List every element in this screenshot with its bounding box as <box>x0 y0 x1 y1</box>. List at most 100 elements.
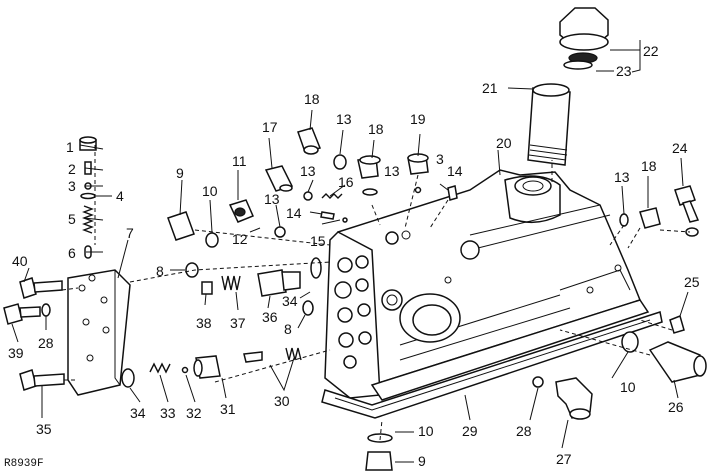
callout-24: 24 <box>672 140 688 156</box>
sleeve-38 <box>201 281 213 295</box>
callout-5: 5 <box>68 211 76 227</box>
spring-5 <box>82 205 94 234</box>
fitting-11 <box>228 199 254 223</box>
callout-13-small: 13 <box>300 163 316 179</box>
bolt-39 <box>3 303 41 325</box>
ball-3-b <box>414 186 422 194</box>
bolt-40 <box>19 277 63 299</box>
callout-23: 23 <box>616 63 632 79</box>
callout-8-right: 8 <box>284 321 292 337</box>
plug-18-a <box>297 127 322 155</box>
spring-33 <box>149 362 171 374</box>
washer-13-b <box>303 191 313 201</box>
fill-tube <box>527 83 571 166</box>
callout-16: 16 <box>338 174 354 190</box>
leader-lines <box>11 40 689 463</box>
fitting-26 <box>648 341 707 383</box>
ball-15 <box>342 217 348 223</box>
callout-34-left: 34 <box>130 405 146 421</box>
callout-8-left: 8 <box>156 263 164 279</box>
callout-18-right: 18 <box>641 158 657 174</box>
callout-37: 37 <box>230 315 246 331</box>
washer-4 <box>80 192 96 200</box>
callout-10-top: 10 <box>202 183 218 199</box>
washer-28-b <box>532 376 544 388</box>
callout-6: 6 <box>68 245 76 261</box>
pin-14-a <box>447 185 458 201</box>
callout-13-top: 13 <box>336 111 352 127</box>
callout-21: 21 <box>482 80 498 96</box>
spring-16 <box>321 193 343 199</box>
valve-36 <box>257 269 301 297</box>
fitting-17 <box>264 165 294 192</box>
callout-labels: 22 23 21 20 24 18 13 14 3 19 13 18 13 18… <box>8 43 700 469</box>
callout-9-top: 9 <box>176 165 184 181</box>
callout-30: 30 <box>274 393 290 409</box>
washer-13-e <box>619 213 629 227</box>
reference-code: R8939F <box>4 458 44 470</box>
filler-cap <box>559 7 609 64</box>
callout-14-top: 14 <box>447 163 463 179</box>
washer-13-c <box>362 188 378 196</box>
callout-10-right: 10 <box>620 379 636 395</box>
plug-19 <box>407 153 429 175</box>
washer-34-b <box>121 368 135 388</box>
callout-38: 38 <box>196 315 212 331</box>
callout-18-top: 18 <box>304 91 320 107</box>
callout-40: 40 <box>12 253 28 269</box>
callout-2: 2 <box>68 161 76 177</box>
plug-9-a <box>167 211 195 241</box>
washer-10-c <box>621 331 639 353</box>
callout-32: 32 <box>186 405 202 421</box>
washer-34-a <box>310 257 322 279</box>
callout-33: 33 <box>160 405 176 421</box>
callout-10-bottom: 10 <box>418 423 434 439</box>
callout-36: 36 <box>262 309 278 325</box>
washer-8-b <box>302 300 314 316</box>
ball-32 <box>181 366 189 374</box>
callout-20: 20 <box>496 135 512 151</box>
callout-19: 19 <box>410 111 426 127</box>
elbow-27 <box>555 377 593 420</box>
callout-31: 31 <box>220 401 236 417</box>
callout-18-mid: 18 <box>368 121 384 137</box>
callout-22: 22 <box>643 43 659 59</box>
washer-13-a <box>333 154 347 170</box>
plug-1 <box>79 136 97 151</box>
callout-4: 4 <box>116 188 124 204</box>
cover-7 <box>67 269 131 396</box>
washer-13-d <box>274 226 286 238</box>
callout-13-mid: 13 <box>384 163 400 179</box>
washer-10-a <box>205 232 219 248</box>
callout-15: 15 <box>310 233 326 249</box>
callout-3: 3 <box>68 178 76 194</box>
pin-25 <box>669 314 685 334</box>
callout-25: 25 <box>684 274 700 290</box>
callout-11: 11 <box>232 153 247 169</box>
plug-31 <box>193 355 221 379</box>
spool-30-a <box>243 351 263 363</box>
spring-30-b <box>285 347 302 361</box>
callout-13-right: 13 <box>614 169 630 185</box>
callout-14-mid: 14 <box>286 205 302 221</box>
bolt-35 <box>19 369 65 391</box>
callout-39: 39 <box>8 345 24 361</box>
spring-37 <box>221 275 241 291</box>
callout-29: 29 <box>462 423 478 439</box>
callout-26: 26 <box>668 399 684 415</box>
callout-28-right: 28 <box>516 423 532 439</box>
callout-17: 17 <box>262 119 278 135</box>
plug-18-c <box>639 207 661 229</box>
callout-28-left: 28 <box>38 335 54 351</box>
bolt-24 <box>674 185 700 237</box>
pin-14-b <box>320 211 335 220</box>
washer-8-a <box>185 262 199 278</box>
callout-27: 27 <box>556 451 572 467</box>
plug-18-b <box>357 155 381 179</box>
callout-9-bottom: 9 <box>418 453 426 469</box>
callout-13-left: 13 <box>264 191 280 207</box>
callout-3-top: 3 <box>436 151 444 167</box>
valve-housing <box>321 169 663 419</box>
